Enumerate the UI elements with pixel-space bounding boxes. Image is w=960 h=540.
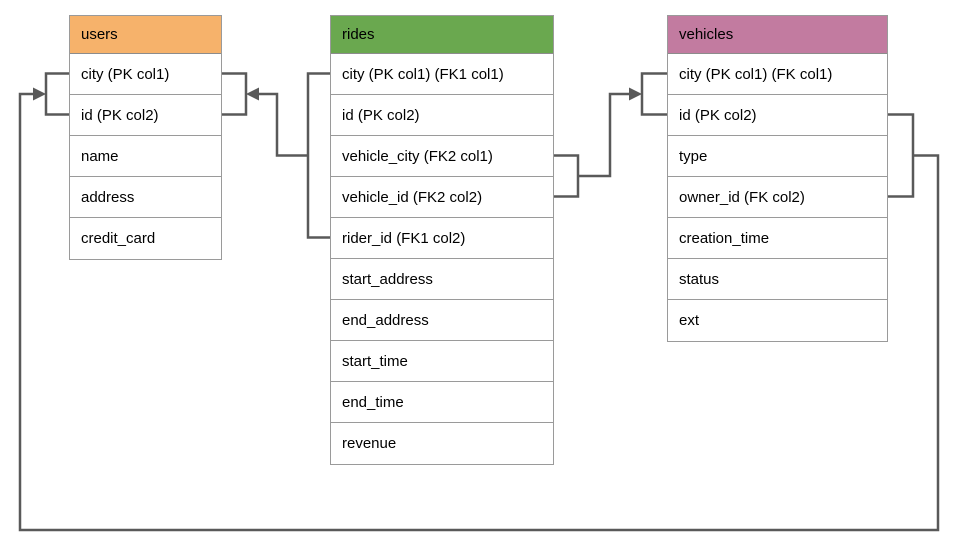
table-users: users city (PK col1) id (PK col2) name a… (69, 15, 222, 260)
rides-column-end-address: end_address (331, 300, 553, 341)
users-column-id: id (PK col2) (70, 95, 221, 136)
fk1-connector-line (258, 92, 308, 157)
rides-column-id: id (PK col2) (331, 95, 553, 136)
rides-left-bracket-line (306, 72, 330, 239)
users-left-bracket-line (44, 72, 69, 116)
fk2-connector-line (578, 92, 630, 178)
rides-column-start-time: start_time (331, 341, 553, 382)
users-right-bracket-line (222, 72, 248, 116)
rides-column-start-address: start_address (331, 259, 553, 300)
rides-column-end-time: end_time (331, 382, 553, 423)
rides-column-vehicle-city: vehicle_city (FK2 col1) (331, 136, 553, 177)
fk2-arrowhead-icon (629, 87, 642, 101)
fk-loop-arrowhead-icon (33, 87, 46, 101)
vehicles-column-id: id (PK col2) (668, 95, 887, 136)
users-column-city: city (PK col1) (70, 54, 221, 95)
vehicles-left-bracket-line (640, 72, 667, 116)
vehicles-column-status: status (668, 259, 887, 300)
table-rides-header: rides (331, 16, 553, 54)
vehicles-right-bracket-line (888, 113, 915, 198)
table-rides: rides city (PK col1) (FK1 col1) id (PK c… (330, 15, 554, 465)
vehicles-column-owner-id: owner_id (FK col2) (668, 177, 887, 218)
fk1-arrowhead-icon (246, 87, 259, 101)
vehicles-column-creation-time: creation_time (668, 218, 887, 259)
vehicles-column-ext: ext (668, 300, 887, 341)
users-column-address: address (70, 177, 221, 218)
rides-right-bracket-line (554, 154, 580, 198)
fk-loop-connector-line (18, 92, 940, 532)
users-column-name: name (70, 136, 221, 177)
rides-column-vehicle-id: vehicle_id (FK2 col2) (331, 177, 553, 218)
table-users-header: users (70, 16, 221, 54)
vehicles-column-type: type (668, 136, 887, 177)
rides-column-city: city (PK col1) (FK1 col1) (331, 54, 553, 95)
table-vehicles-header: vehicles (668, 16, 887, 54)
rides-column-revenue: revenue (331, 423, 553, 464)
users-column-credit-card: credit_card (70, 218, 221, 259)
rides-column-rider-id: rider_id (FK1 col2) (331, 218, 553, 259)
vehicles-column-city: city (PK col1) (FK col1) (668, 54, 887, 95)
table-vehicles: vehicles city (PK col1) (FK col1) id (PK… (667, 15, 888, 342)
